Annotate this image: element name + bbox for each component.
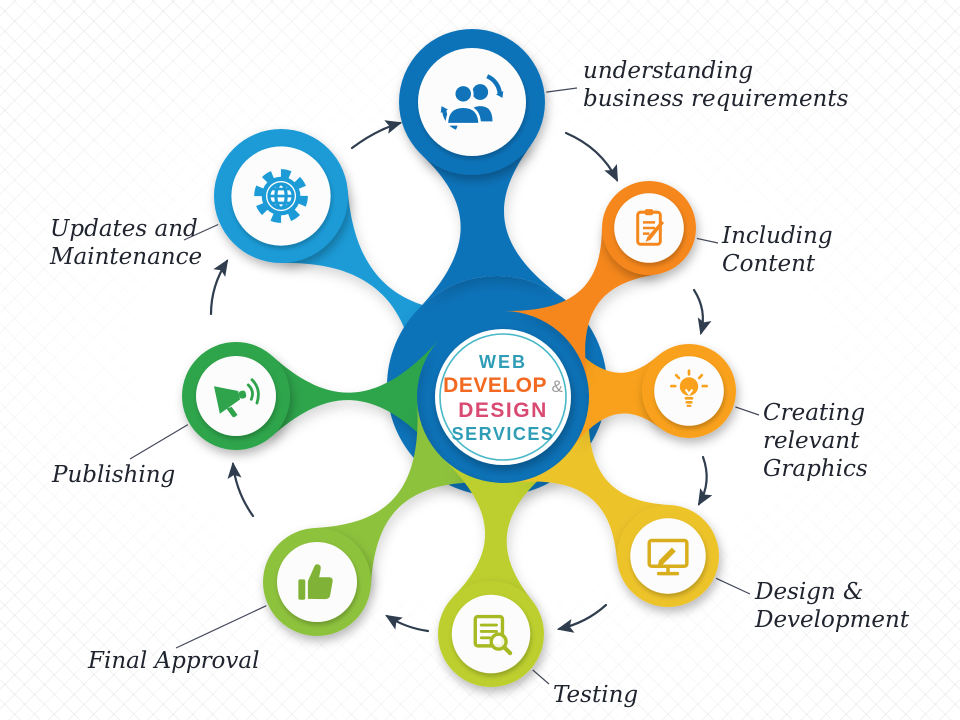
megaphone-icon [213,378,260,418]
clipboard-pencil-icon [636,209,665,246]
flow-arrow-6 [385,614,430,633]
node-updates-maintenance [214,129,348,263]
center-services: SERVICES [451,424,555,445]
label-line-design-development [715,577,751,595]
flow-arrow-7 [227,461,255,518]
flow-arrow-3 [692,288,712,336]
node-creating-graphics [642,344,736,438]
center-develop-line: DEVELOP & [443,374,563,398]
node-design-development [617,505,719,607]
label-line-updates-maintenance [183,223,219,241]
hub-teal-ring [439,333,567,461]
flow-arrow-4 [697,455,713,506]
center-develop: DEVELOP [443,374,548,398]
node-testing-inner [451,594,531,674]
label-line-final-approval [175,605,267,649]
node-including-content [602,181,696,275]
flow-arrow-5 [556,603,608,633]
flow-arrow-8 [209,259,229,316]
connector-final-approval [313,402,498,586]
thumbs-up-icon [298,564,333,600]
flow-arrow-2 [564,131,619,182]
label-line-publishing [129,424,189,460]
center-label: WEB DEVELOP & DESIGN SERVICES [423,352,583,444]
connector-testing [443,459,557,618]
node-final-approval [263,528,371,636]
label-line-creating-graphics [735,406,760,416]
node-understanding [399,29,545,175]
label-line-including-content [696,237,719,244]
node-publishing [182,342,290,450]
label-line-testing [532,669,550,685]
flow-arrow-1 [350,120,403,150]
connector-updates-maintenance [281,190,496,399]
hub-white-circle [435,329,571,465]
lightbulb-icon [669,369,709,408]
node-testing [438,581,544,687]
monitor-pencil-icon [647,538,689,576]
connector-publishing [253,339,439,454]
users-sync-icon [440,74,504,130]
center-ampersand: & [551,377,563,397]
center-design: DESIGN [458,398,548,422]
label-line-understanding [546,87,578,93]
node-understanding-inner [418,48,526,156]
center-web: WEB [479,352,527,372]
connector-including-content [504,226,657,384]
hub-center [435,329,571,465]
doc-magnifier-icon [473,614,513,656]
